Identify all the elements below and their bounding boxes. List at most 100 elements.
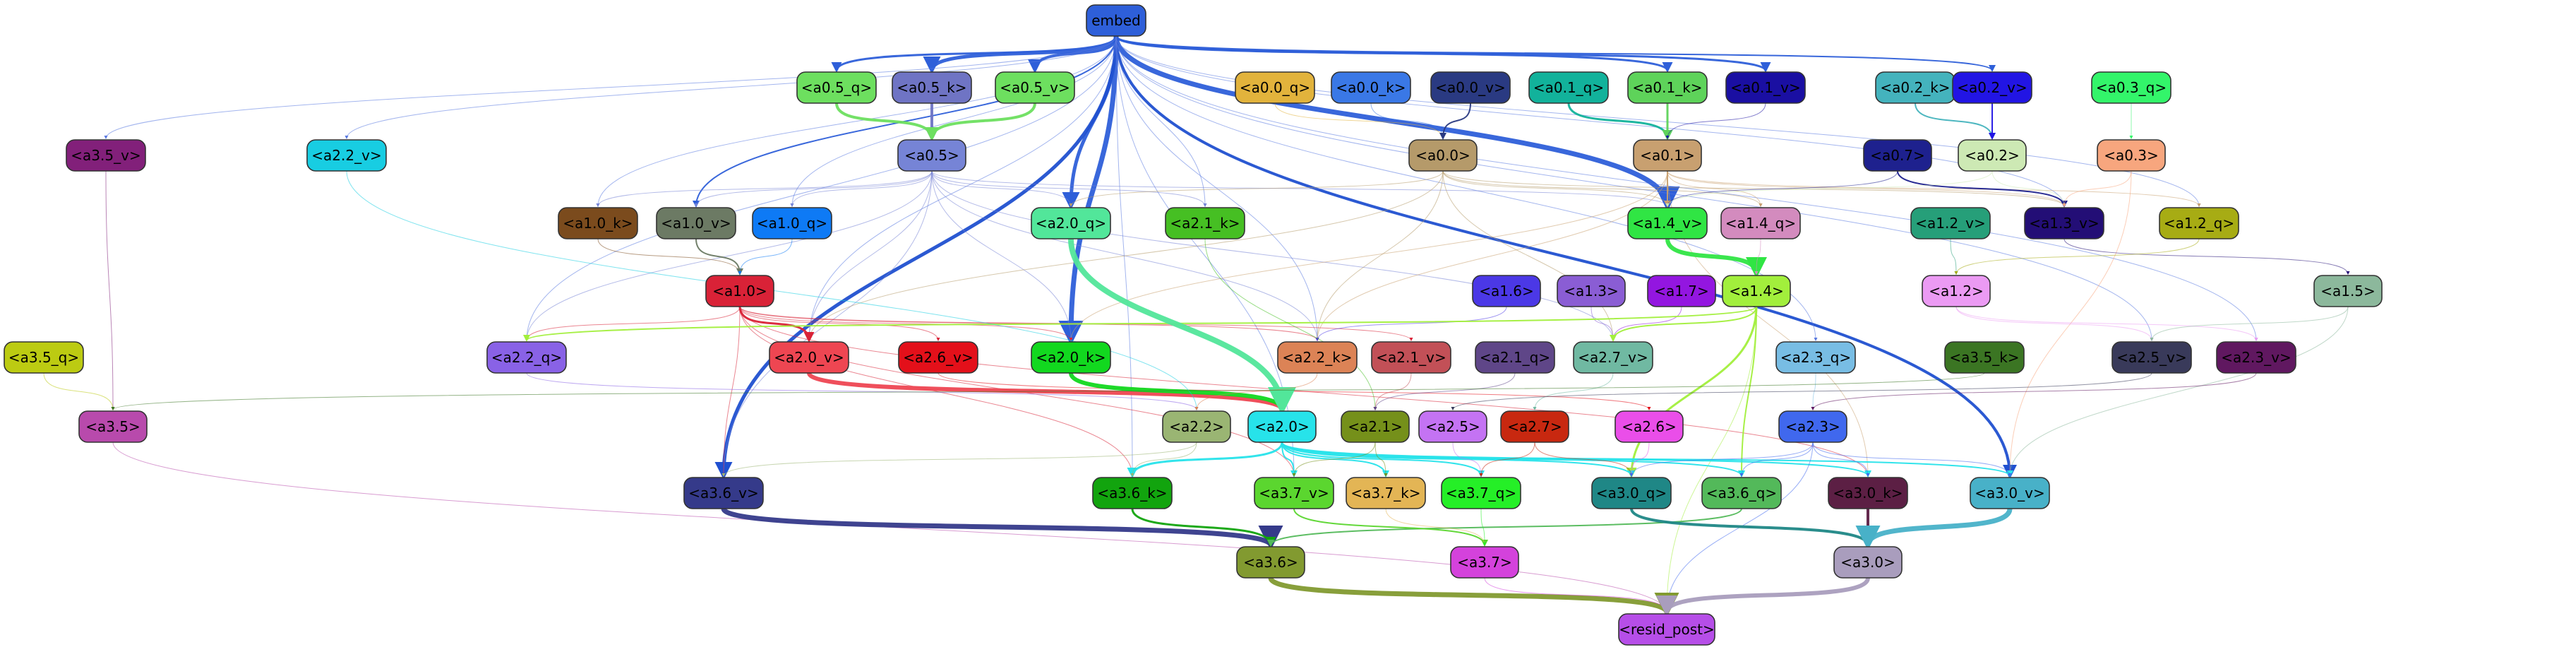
edge-a0_0-to-a1_3_v bbox=[1442, 170, 2066, 207]
node-label: <a1.3> bbox=[1564, 283, 1619, 300]
node-a0-0[interactable]: <a0.0> bbox=[1408, 139, 1478, 172]
node-a1-2[interactable]: <a1.2> bbox=[1922, 275, 1991, 307]
node-a3-5[interactable]: <a3.5> bbox=[78, 410, 148, 443]
node-box bbox=[1162, 410, 1231, 443]
node-a0-5-k[interactable]: <a0.5_k> bbox=[892, 71, 972, 104]
node-a0-0-k[interactable]: <a0.0_k> bbox=[1331, 71, 1411, 104]
node-a2-7-v[interactable]: <a2.7_v> bbox=[1573, 341, 1653, 374]
node-box bbox=[1092, 477, 1173, 509]
node-a2-1-v[interactable]: <a2.1_v> bbox=[1371, 341, 1451, 374]
node-a1-2-v[interactable]: <a1.2_v> bbox=[1910, 207, 1991, 239]
node-label: <a3.5_q> bbox=[8, 349, 79, 366]
edge-a2_0-to-a3_7_q bbox=[1281, 441, 1485, 478]
node-a2-5[interactable]: <a2.5> bbox=[1418, 410, 1487, 443]
edge-a2_7-to-a3_0_q bbox=[1534, 441, 1634, 477]
node-a2-1-k[interactable]: <a2.1_k> bbox=[1165, 207, 1245, 239]
node-a2-1-q[interactable]: <a2.1_q> bbox=[1475, 341, 1555, 374]
node-a1-4[interactable]: <a1.4> bbox=[1722, 275, 1791, 307]
node-box bbox=[1346, 477, 1426, 509]
node-a2-2-k[interactable]: <a2.2_k> bbox=[1277, 341, 1358, 374]
node-a0-0-q[interactable]: <a0.0_q> bbox=[1235, 71, 1315, 104]
node-a2-0-q[interactable]: <a2.0_q> bbox=[1031, 207, 1111, 239]
node-a1-0-v[interactable]: <a1.0_v> bbox=[656, 207, 736, 239]
node-a3-6-q[interactable]: <a3.6_q> bbox=[1701, 477, 1782, 509]
node-a2-7[interactable]: <a2.7> bbox=[1500, 410, 1569, 443]
node-a0-1-k[interactable]: <a0.1_k> bbox=[1627, 71, 1708, 104]
node-a0-5-v[interactable]: <a0.5_v> bbox=[995, 71, 1075, 104]
node-a0-3[interactable]: <a0.3> bbox=[2097, 139, 2166, 172]
node-label: <a1.5> bbox=[2320, 283, 2376, 300]
node-label: <a0.7> bbox=[1870, 147, 1925, 164]
node-label: <a0.3_q> bbox=[2096, 79, 2167, 96]
node-a3-0-k[interactable]: <a3.0_k> bbox=[1828, 477, 1908, 509]
node-box bbox=[995, 71, 1075, 104]
node-a1-6[interactable]: <a1.6> bbox=[1472, 275, 1541, 307]
node-a0-2[interactable]: <a0.2> bbox=[1958, 139, 2027, 172]
node-a2-0-v[interactable]: <a2.0_v> bbox=[769, 341, 849, 374]
node-a2-2-q[interactable]: <a2.2_q> bbox=[486, 341, 567, 374]
node-label: <a3.6_q> bbox=[1706, 485, 1777, 502]
node-a2-3[interactable]: <a2.3> bbox=[1778, 410, 1847, 443]
node-a3-7[interactable]: <a3.7> bbox=[1450, 546, 1519, 579]
node-a3-0-v[interactable]: <a3.0_v> bbox=[1970, 477, 2050, 509]
node-a0-2-k[interactable]: <a0.2_k> bbox=[1875, 71, 1955, 104]
node-a0-1[interactable]: <a0.1> bbox=[1633, 139, 1702, 172]
node-a3-5-k[interactable]: <a3.5_k> bbox=[1944, 341, 2025, 374]
node-a1-3-v[interactable]: <a1.3_v> bbox=[2024, 207, 2104, 239]
node-a2-1[interactable]: <a2.1> bbox=[1341, 410, 1410, 443]
node-a2-2-v[interactable]: <a2.2_v> bbox=[306, 139, 387, 172]
node-a1-4-q[interactable]: <a1.4_q> bbox=[1720, 207, 1801, 239]
node-a3-0-q[interactable]: <a3.0_q> bbox=[1591, 477, 1672, 509]
node-a3-6[interactable]: <a3.6> bbox=[1236, 546, 1305, 579]
node-a1-5[interactable]: <a1.5> bbox=[2313, 275, 2383, 307]
node-a2-3-v[interactable]: <a2.3_v> bbox=[2216, 341, 2296, 374]
node-label: <a2.2_v> bbox=[311, 147, 381, 164]
edge-a1_3_v-to-a1_5 bbox=[2063, 238, 2350, 275]
node-label: <a2.1_q> bbox=[1480, 349, 1550, 366]
node-a0-2-v[interactable]: <a0.2_v> bbox=[1952, 71, 2032, 104]
edge-a0_1_v-to-a0_1 bbox=[1665, 102, 1766, 139]
node-a2-3-q[interactable]: <a2.3_q> bbox=[1775, 341, 1856, 374]
node-a2-0-k[interactable]: <a2.0_k> bbox=[1031, 341, 1111, 374]
node-a2-5-v[interactable]: <a2.5_v> bbox=[2111, 341, 2192, 374]
node-a0-3-q[interactable]: <a0.3_q> bbox=[2091, 71, 2171, 104]
node-a0-1-v[interactable]: <a0.1_v> bbox=[1725, 71, 1806, 104]
node-label: <a3.7> bbox=[1457, 554, 1512, 571]
node-box bbox=[2313, 275, 2383, 307]
node-a2-0[interactable]: <a2.0> bbox=[1247, 410, 1317, 443]
node-a0-5-q[interactable]: <a0.5_q> bbox=[796, 71, 877, 104]
node-a3-7-q[interactable]: <a3.7_q> bbox=[1441, 477, 1521, 509]
node-a3-7-v[interactable]: <a3.7_v> bbox=[1254, 477, 1334, 509]
edge-embed-to-a1_2_q bbox=[1115, 35, 2201, 207]
edge-a0_5-to-a2_2_q bbox=[525, 170, 933, 341]
node-a3-5-q[interactable]: <a3.5_q> bbox=[4, 341, 84, 374]
node-box bbox=[1591, 477, 1672, 509]
node-a3-0[interactable]: <a3.0> bbox=[1833, 546, 1903, 579]
node-a1-4-v[interactable]: <a1.4_v> bbox=[1627, 207, 1708, 239]
node-a2-2[interactable]: <a2.2> bbox=[1162, 410, 1231, 443]
node-a1-0[interactable]: <a1.0> bbox=[705, 275, 774, 307]
node-a3-6-v[interactable]: <a3.6_v> bbox=[683, 477, 764, 509]
node-a1-3[interactable]: <a1.3> bbox=[1557, 275, 1626, 307]
node-resid-post[interactable]: <resid_post> bbox=[1618, 613, 1715, 646]
node-a0-7[interactable]: <a0.7> bbox=[1863, 139, 1932, 172]
node-box bbox=[683, 477, 764, 509]
node-a0-5[interactable]: <a0.5> bbox=[897, 139, 966, 172]
edge-a2_2-to-a3_6_k bbox=[1130, 441, 1197, 477]
node-a1-2-q[interactable]: <a1.2_q> bbox=[2159, 207, 2239, 239]
node-a3-5-v[interactable]: <a3.5_v> bbox=[66, 139, 146, 172]
node-a3-7-k[interactable]: <a3.7_k> bbox=[1346, 477, 1426, 509]
node-box bbox=[66, 139, 146, 172]
edge-embed-to-a0_5_v bbox=[1028, 35, 1118, 73]
node-a2-6-v[interactable]: <a2.6_v> bbox=[898, 341, 978, 374]
node-a3-6-k[interactable]: <a3.6_k> bbox=[1092, 477, 1173, 509]
node-a1-0-q[interactable]: <a1.0_q> bbox=[752, 207, 832, 239]
node-a1-0-k[interactable]: <a1.0_k> bbox=[558, 207, 638, 239]
node-a1-7[interactable]: <a1.7> bbox=[1647, 275, 1716, 307]
node-embed[interactable]: embed bbox=[1086, 4, 1146, 37]
node-label: <a0.1> bbox=[1640, 147, 1695, 164]
node-a0-0-v[interactable]: <a0.0_v> bbox=[1430, 71, 1511, 104]
node-label: <a2.7_v> bbox=[1578, 349, 1648, 366]
node-a0-1-q[interactable]: <a0.1_q> bbox=[1528, 71, 1609, 104]
node-a2-6[interactable]: <a2.6> bbox=[1615, 410, 1684, 443]
